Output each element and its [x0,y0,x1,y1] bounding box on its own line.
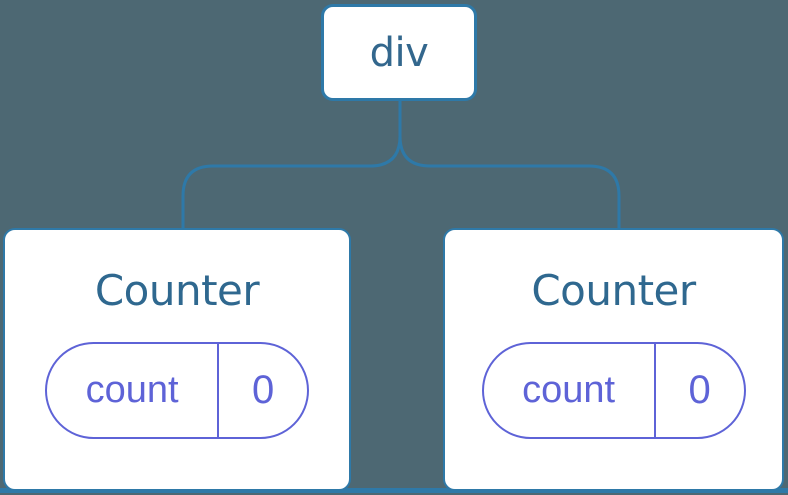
component-title: Counter [531,266,696,315]
state-key: count [484,344,656,437]
edge-to-left-child [181,101,402,229]
counter-card-left: Counter count 0 [3,228,351,491]
edge-to-right-child [398,101,621,229]
state-key: count [47,344,220,437]
component-title: Counter [94,266,260,315]
counter-card-right: Counter count 0 [443,228,784,491]
state-value: 0 [688,368,711,412]
baseline-rule [0,488,788,493]
root-node: div [321,4,477,101]
root-node-label: div [369,29,429,76]
state-pill: count 0 [481,342,746,439]
state-pill: count 0 [45,342,309,439]
state-value: 0 [252,368,275,412]
